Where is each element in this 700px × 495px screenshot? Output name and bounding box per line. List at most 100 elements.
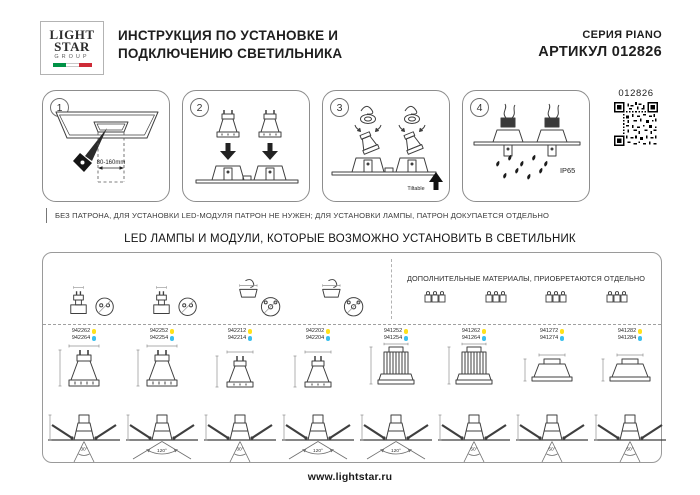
step-4-number: 4 bbox=[470, 98, 489, 117]
rain-drops-icon bbox=[495, 154, 548, 181]
gu10-lamp-drawing bbox=[49, 342, 119, 400]
part-number-cold: 941274 bbox=[539, 335, 559, 342]
lamp-column-6: 941262 941264 50° bbox=[435, 327, 513, 464]
warm-color-dot bbox=[559, 329, 565, 334]
step-1-cutout-diagram: 80-160mm bbox=[55, 111, 159, 183]
step-4-ip65-diagram: IP65 bbox=[473, 103, 581, 181]
beam-angle-label: 50° bbox=[548, 447, 555, 453]
cold-color-dot bbox=[637, 336, 643, 341]
series-label: СЕРИЯ PIANO bbox=[582, 29, 662, 41]
part-number-warm: 942202 bbox=[305, 328, 325, 334]
led-connector-icon bbox=[313, 277, 371, 323]
part-number-warm: 942262 bbox=[71, 328, 91, 334]
lamp-columns: 942262 942264 30° 942252 942254 120° 9 bbox=[43, 324, 661, 464]
beam-angle-label: 30° bbox=[80, 447, 87, 453]
tilt-up-arrow-icon bbox=[433, 182, 439, 190]
terminal-block-icon bbox=[604, 290, 630, 304]
warm-color-dot bbox=[403, 329, 409, 334]
qr-code bbox=[614, 102, 658, 146]
terminal-block-icon bbox=[483, 290, 509, 304]
cold-color-dot bbox=[481, 336, 487, 341]
warm-color-dot bbox=[169, 329, 175, 334]
qr-article-number: 012826 bbox=[618, 88, 654, 99]
step-3-panel: 3 bbox=[322, 90, 450, 202]
warm-color-dot bbox=[481, 329, 487, 334]
article-label: АРТИКУЛ 012826 bbox=[538, 44, 662, 60]
part-number-warm: 941282 bbox=[617, 328, 637, 334]
part-number-cold: 942264 bbox=[71, 335, 91, 342]
note-divider bbox=[46, 208, 47, 223]
fixture-drawing: 120° bbox=[357, 400, 435, 464]
flat-led-module-drawing bbox=[595, 342, 665, 400]
lamp-column-4: 942202 942204 120° bbox=[279, 327, 357, 464]
fixture-drawing: 120° bbox=[123, 400, 201, 464]
cold-color-dot bbox=[247, 336, 253, 341]
title-line-1: ИНСТРУКЦИЯ ПО УСТАНОВКЕ И bbox=[118, 28, 339, 43]
led-connector-icon bbox=[230, 277, 288, 323]
beam-angle-label: 50° bbox=[626, 447, 633, 453]
logo-text-light: LIGHT bbox=[49, 26, 95, 42]
part-number-cold: 941264 bbox=[461, 335, 481, 342]
fixture-drawing: 50° bbox=[591, 400, 669, 464]
installation-steps: 1 80-160mm 2 bbox=[42, 90, 590, 202]
led-module-drawing bbox=[361, 342, 431, 400]
part-number-warm: 942252 bbox=[149, 328, 169, 334]
tiltable-label: Tiltable bbox=[407, 186, 424, 192]
cutout-dimension-label: 80-160mm bbox=[97, 160, 126, 166]
gu10-holder-icon bbox=[147, 277, 205, 323]
logo-text-group: GROUP bbox=[54, 54, 90, 61]
beam-angle-label: 120° bbox=[391, 448, 401, 454]
lamp-column-8: 941282 941284 50° bbox=[591, 327, 669, 464]
cold-color-dot bbox=[91, 336, 97, 341]
gu10-holder-icon bbox=[64, 277, 122, 323]
compatibility-section-title: LED ЛАМПЫ И МОДУЛИ, КОТОРЫЕ ВОЗМОЖНО УСТ… bbox=[124, 233, 576, 245]
panel-divider bbox=[391, 259, 392, 319]
fixture-drawing: 50° bbox=[435, 400, 513, 464]
series-article-block: СЕРИЯ PIANO АРТИКУЛ 012826 bbox=[538, 29, 662, 60]
step-3-number: 3 bbox=[330, 98, 349, 117]
warm-color-dot bbox=[91, 329, 97, 334]
title-line-2: ПОДКЛЮЧЕНИЮ СВЕТИЛЬНИКА bbox=[118, 45, 343, 61]
qr-block: 012826 bbox=[606, 88, 666, 151]
italy-flag-stripe bbox=[52, 63, 92, 68]
fixture-drawing: 30° bbox=[45, 400, 123, 464]
beam-angle-label: 120° bbox=[313, 448, 323, 454]
lightstar-logo: LIGHT STAR GROUP bbox=[40, 21, 104, 75]
terminal-icons-row bbox=[391, 283, 661, 304]
beam-angle-label: 120° bbox=[157, 448, 167, 454]
cold-color-dot bbox=[325, 336, 331, 341]
saw-blade-icon bbox=[85, 128, 107, 161]
hp16-lamp-drawing bbox=[283, 342, 353, 400]
beam-angle-label: 50° bbox=[470, 447, 477, 453]
lamp-column-2: 942252 942254 120° bbox=[123, 327, 201, 464]
terminal-block-icon bbox=[543, 290, 569, 304]
step-4-panel: 4 bbox=[462, 90, 590, 202]
part-number-warm: 941262 bbox=[461, 328, 481, 334]
part-number-cold: 942204 bbox=[305, 335, 325, 342]
logo-text-star: STAR bbox=[54, 38, 90, 54]
part-number-warm: 941272 bbox=[539, 328, 559, 334]
warm-color-dot bbox=[325, 329, 331, 334]
led-module-drawing bbox=[439, 342, 509, 400]
step-1-panel: 1 80-160mm bbox=[42, 90, 170, 202]
terminal-block-icon bbox=[422, 290, 448, 304]
beam-angle-label: 30° bbox=[236, 447, 243, 453]
part-number-cold: 942254 bbox=[149, 335, 169, 342]
part-number-cold: 942214 bbox=[227, 335, 247, 342]
lamp-column-7: 941272 941274 50° bbox=[513, 327, 591, 464]
note-text: БЕЗ ПАТРОНА, ДЛЯ УСТАНОВКИ LED-МОДУЛЯ ПА… bbox=[55, 211, 550, 220]
flat-led-module-drawing bbox=[517, 342, 587, 400]
hp16-lamp-drawing bbox=[205, 342, 275, 400]
cold-color-dot bbox=[559, 336, 565, 341]
step-2-number: 2 bbox=[190, 98, 209, 117]
gu10-lamp-drawing bbox=[127, 342, 197, 400]
part-number-cold: 941284 bbox=[617, 335, 637, 342]
part-number-warm: 941252 bbox=[383, 328, 403, 334]
fixture-drawing: 30° bbox=[201, 400, 279, 464]
step-3-tilt-adjust-diagram: Tiltable bbox=[331, 105, 443, 192]
website-url: www.lightstar.ru bbox=[307, 471, 393, 483]
lamp-column-3: 942212 942214 30° bbox=[201, 327, 279, 464]
ip65-label: IP65 bbox=[560, 166, 575, 175]
socket-note: БЕЗ ПАТРОНА, ДЛЯ УСТАНОВКИ LED-МОДУЛЯ ПА… bbox=[46, 208, 549, 223]
